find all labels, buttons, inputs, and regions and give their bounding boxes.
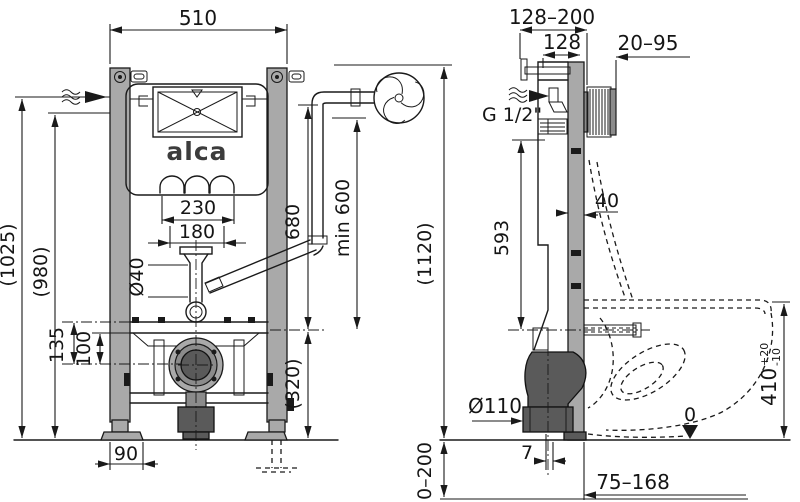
dim-pipe-dia: Ø40 (126, 257, 148, 296)
dim-drain-dia: Ø110 (468, 394, 522, 418)
dim-thread: G 1/2" (482, 104, 542, 126)
datum-zero-label: 0 (684, 404, 696, 426)
water-inlet-arrow-icon (508, 87, 549, 103)
dim-128-200: 128–200 (509, 5, 595, 29)
mounting-holes (159, 175, 235, 194)
flush-housing (583, 86, 617, 138)
cistern-side (533, 61, 569, 351)
dim-410-tol-minus: -10 (770, 348, 783, 366)
wall-bracket (524, 66, 571, 75)
dim-320: (320) (282, 358, 304, 409)
left-rail (109, 67, 131, 423)
dim-680: 680 (282, 204, 304, 240)
dim-20-95: 20–95 (618, 31, 679, 55)
dim-90: 90 (114, 443, 138, 465)
dim-230: 230 (180, 197, 216, 219)
dim-128: 128 (543, 30, 581, 54)
dim-0-200: 0–200 (414, 442, 436, 500)
dim-7: 7 (521, 442, 533, 464)
dim-593: 593 (491, 220, 513, 256)
floor-datum-icon (682, 425, 698, 439)
front-view: alca 230 180 Ø40 (0, 6, 452, 473)
dim-min600: min 600 (332, 179, 354, 257)
side-view: G 1/2" 128–200 128 20–95 40 (414, 5, 791, 500)
dim-410-tol-plus: +20 (758, 343, 771, 366)
dim-980: (980) (30, 246, 52, 297)
dim-135: 135 (46, 327, 68, 363)
coiled-hose-icon (373, 72, 429, 129)
dim-410-group: 410 +20 -10 (757, 343, 783, 406)
wc-bowl-dashed-outline (584, 159, 774, 438)
dim-100: 100 (73, 331, 95, 367)
brand-logo: alca (166, 137, 227, 166)
fill-valve-mark-icon (138, 95, 148, 107)
cistern-outline (125, 83, 269, 196)
drain-elbow (524, 351, 587, 408)
dim-1120: (1120) (414, 222, 436, 285)
angle-valve (548, 101, 568, 113)
right-foot (244, 431, 288, 441)
left-foot (100, 431, 144, 441)
dim-1025: (1025) (0, 223, 19, 286)
fill-valve-mark-icon (246, 95, 256, 107)
dim-510: 510 (179, 6, 217, 30)
vent-mark-icon (191, 89, 203, 98)
dim-410: 410 (757, 368, 781, 406)
access-window (152, 86, 243, 138)
dim-180: 180 (179, 221, 215, 243)
dim-75-168: 75–168 (596, 470, 670, 494)
mounting-rod (583, 324, 637, 336)
dim-40: 40 (595, 190, 619, 212)
pipe-socket (204, 276, 224, 293)
